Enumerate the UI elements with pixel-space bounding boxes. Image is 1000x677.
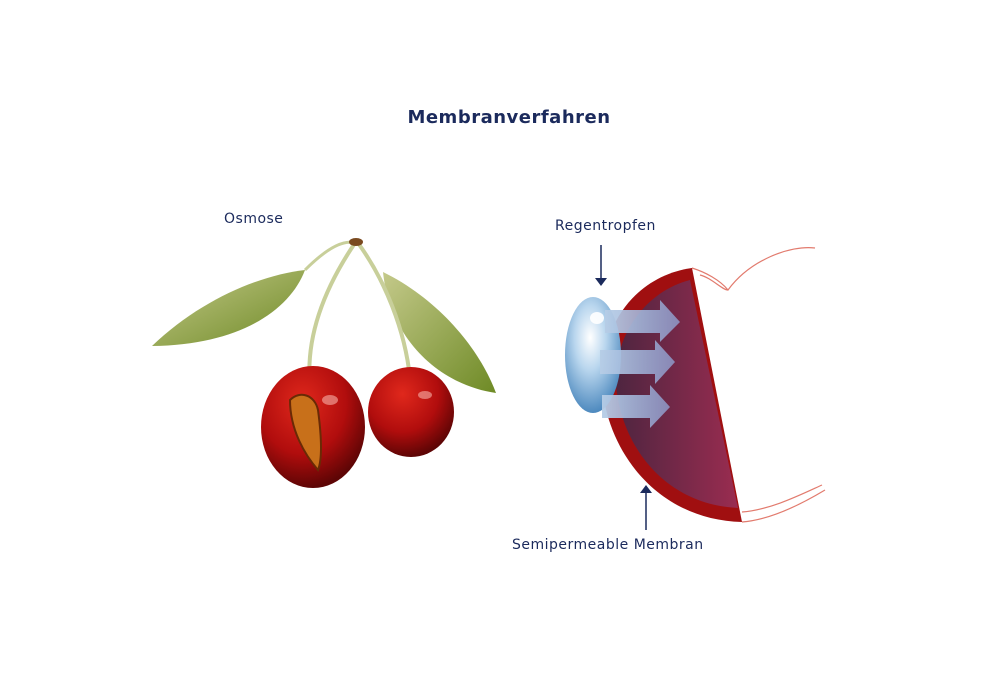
arrow-1	[605, 300, 680, 342]
osmose-label: Osmose	[224, 211, 284, 227]
stem-right	[356, 241, 412, 379]
outline-top	[691, 247, 816, 291]
cherry-pit	[288, 393, 322, 472]
stem-left	[307, 241, 357, 386]
water-flow-arrows	[600, 300, 680, 428]
outline-bottom	[741, 484, 826, 523]
arrow-2	[600, 340, 675, 384]
raindrop-label: Regentropfen	[555, 218, 656, 234]
membrane-pointer-arrow	[640, 485, 652, 530]
cherries-illustration	[152, 238, 496, 488]
left-leaf	[152, 270, 305, 346]
membrane-illustration	[565, 245, 826, 530]
raindrop-pointer-arrow	[595, 245, 607, 286]
membrane-label: Semipermeable Membran	[512, 537, 704, 553]
cherry-flesh	[615, 280, 738, 508]
page-title: Membranverfahren	[407, 107, 611, 128]
arrow-3	[602, 385, 670, 428]
stem-knot	[349, 238, 363, 246]
right-leaf	[383, 272, 496, 393]
right-cherry	[368, 367, 454, 457]
